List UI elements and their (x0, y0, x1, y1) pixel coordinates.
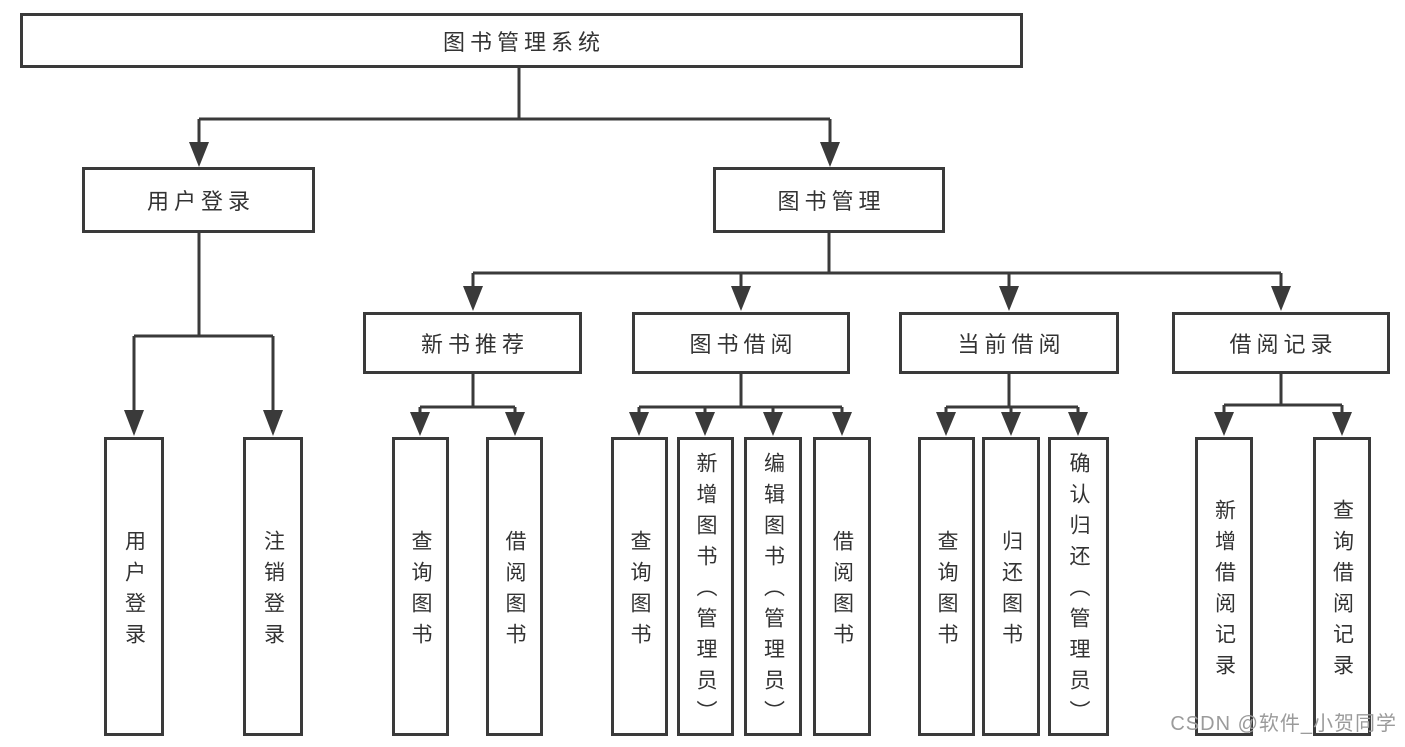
csdn-watermark: CSDN @软件_小贺同学 (1170, 713, 1397, 735)
node-borrow-book: 借阅图书 (813, 437, 871, 736)
node-add-book-admin: 新增图书（管理员） (677, 437, 734, 736)
node-rec-query-book: 查询图书 (392, 437, 449, 736)
node-book-borrowing: 图书借阅 (632, 312, 850, 374)
node-borrow-query-book: 查询图书 (611, 437, 668, 736)
node-library-management-system: 图书管理系统 (20, 13, 1023, 68)
node-book-management: 图书管理 (713, 167, 945, 233)
node-return-book: 归还图书 (982, 437, 1040, 736)
node-rec-borrow-book: 借阅图书 (486, 437, 543, 736)
node-current-borrowing: 当前借阅 (899, 312, 1119, 374)
node-user-login: 用户登录 (82, 167, 315, 233)
node-query-borrow-record: 查询借阅记录 (1313, 437, 1371, 736)
node-edit-book-admin: 编辑图书（管理员） (744, 437, 802, 736)
node-leaf-logout: 注销登录 (243, 437, 303, 736)
node-leaf-user-login: 用户登录 (104, 437, 164, 736)
node-new-book-recommendation: 新书推荐 (363, 312, 582, 374)
node-add-borrow-record: 新增借阅记录 (1195, 437, 1253, 736)
node-confirm-return-admin: 确认归还（管理员） (1048, 437, 1109, 736)
node-current-query-book: 查询图书 (918, 437, 975, 736)
node-borrowing-records: 借阅记录 (1172, 312, 1390, 374)
